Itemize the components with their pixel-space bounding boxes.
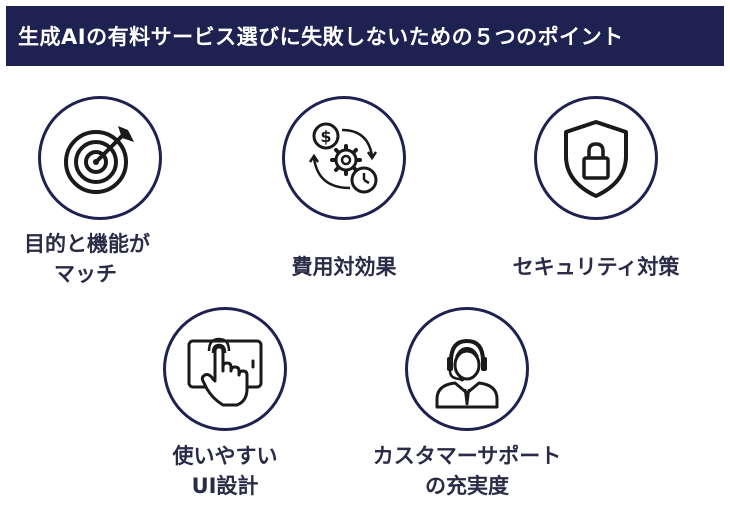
- cost-cycle-icon: $: [308, 122, 378, 194]
- point-3-label: セキュリティ対策: [497, 252, 695, 282]
- point-4-label-line-1: 使いやすい: [172, 444, 278, 468]
- point-1-label: 目的と機能が マッチ: [24, 229, 150, 289]
- headset-support-icon: [435, 338, 499, 409]
- title-banner: 生成AIの有料サービス選びに失敗しないための５つのポイント: [6, 6, 724, 66]
- touch-screen-icon: [187, 337, 263, 407]
- point-3-label-line-1: セキュリティ対策: [512, 255, 680, 279]
- point-2-circle: $: [282, 96, 406, 220]
- page-title: 生成AIの有料サービス選びに失敗しないための５つのポイント: [18, 25, 624, 49]
- point-3-circle: [534, 96, 658, 220]
- point-2-label: 費用対効果: [278, 252, 410, 282]
- target-arrow-icon: [64, 126, 134, 194]
- point-1-circle: [38, 96, 162, 220]
- point-2-label-line-1: 費用対効果: [291, 255, 397, 279]
- shield-lock-icon: [564, 120, 628, 198]
- point-5-label-line-2: の充実度: [425, 474, 509, 498]
- point-5-circle: [405, 307, 529, 431]
- point-1-label-line-2: マッチ: [54, 262, 117, 286]
- point-4-circle: [163, 307, 287, 431]
- point-1-label-line-1: 目的と機能が: [24, 232, 150, 256]
- point-4-label-line-2: UI設計: [191, 474, 259, 498]
- point-5-label: カスタマーサポート の充実度: [351, 441, 583, 501]
- point-5-label-line-1: カスタマーサポート: [372, 444, 562, 468]
- point-4-label: 使いやすい UI設計: [148, 441, 302, 501]
- svg-text:$: $: [320, 127, 331, 146]
